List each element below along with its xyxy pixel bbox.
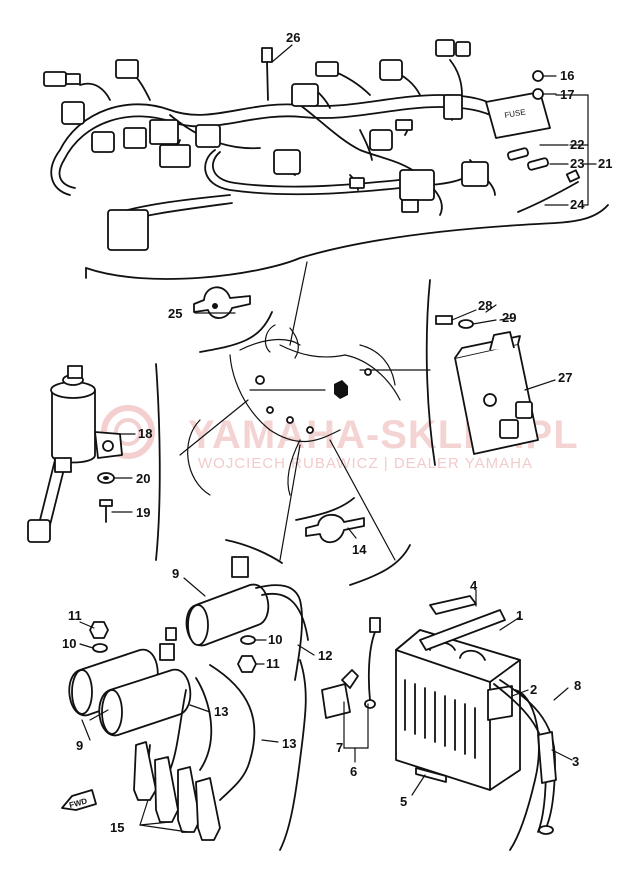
part-19-20-bolt-washer bbox=[97, 472, 133, 523]
part-16-17-screw-washer bbox=[532, 70, 557, 100]
callout-28: 28 bbox=[478, 298, 492, 313]
leader-lines bbox=[81, 44, 573, 833]
callout-6: 6 bbox=[350, 764, 357, 779]
rectifier-27 bbox=[425, 279, 556, 466]
callout-3: 3 bbox=[572, 754, 579, 769]
callout-11-left: 11 bbox=[68, 608, 82, 623]
callout-10-right: 10 bbox=[268, 632, 282, 647]
battery-5 bbox=[395, 595, 521, 791]
fwd-arrow: FWD bbox=[61, 789, 97, 811]
callout-27: 27 bbox=[558, 370, 572, 385]
ht-leads-plug-caps bbox=[133, 659, 307, 851]
callout-9-lower: 9 bbox=[76, 738, 83, 753]
callout-9-upper: 9 bbox=[172, 566, 179, 581]
callout-14: 14 bbox=[352, 542, 367, 557]
main-switch-18 bbox=[27, 363, 161, 561]
callout-1: 1 bbox=[516, 608, 523, 623]
fuse-box-label: FUSE bbox=[504, 107, 527, 120]
callout-26: 26 bbox=[286, 30, 300, 45]
callout-11-right: 11 bbox=[266, 656, 280, 671]
part-14-clamp bbox=[305, 513, 365, 544]
callout-labels: 26 16 17 22 23 21 24 25 28 29 27 18 20 1… bbox=[62, 30, 612, 835]
callout-21: 21 bbox=[598, 156, 612, 171]
frame-center bbox=[179, 261, 431, 586]
parts-10-11-nuts-washers bbox=[79, 621, 267, 673]
callout-7: 7 bbox=[336, 740, 343, 755]
part-21-24-fuses bbox=[507, 94, 597, 213]
callout-15: 15 bbox=[110, 820, 124, 835]
callout-22: 22 bbox=[570, 137, 584, 152]
callout-5: 5 bbox=[400, 794, 407, 809]
callout-17: 17 bbox=[560, 87, 574, 102]
callout-23: 23 bbox=[570, 156, 584, 171]
ignition-coils-9 bbox=[68, 556, 309, 737]
callout-29: 29 bbox=[502, 310, 516, 325]
watermark-sub: WOJCIECH RUBAWICZ | DEALER YAMAHA bbox=[198, 455, 533, 472]
part-25-clamp bbox=[193, 286, 251, 319]
callout-12: 12 bbox=[318, 648, 332, 663]
part-26-cable-tie bbox=[261, 47, 273, 101]
callout-4: 4 bbox=[470, 578, 478, 593]
callout-2: 2 bbox=[530, 682, 537, 697]
callout-8: 8 bbox=[574, 678, 581, 693]
callout-18: 18 bbox=[138, 426, 152, 441]
callout-19: 19 bbox=[136, 505, 150, 520]
callout-16: 16 bbox=[560, 68, 574, 83]
callout-13-upper: 13 bbox=[214, 704, 228, 719]
callout-13-lower: 13 bbox=[282, 736, 296, 751]
callout-24: 24 bbox=[570, 197, 585, 212]
callout-10-left: 10 bbox=[62, 636, 76, 651]
callout-20: 20 bbox=[136, 471, 150, 486]
callout-25: 25 bbox=[168, 306, 182, 321]
battery-leads bbox=[321, 617, 557, 851]
wire-harness: FUSE bbox=[43, 39, 609, 280]
